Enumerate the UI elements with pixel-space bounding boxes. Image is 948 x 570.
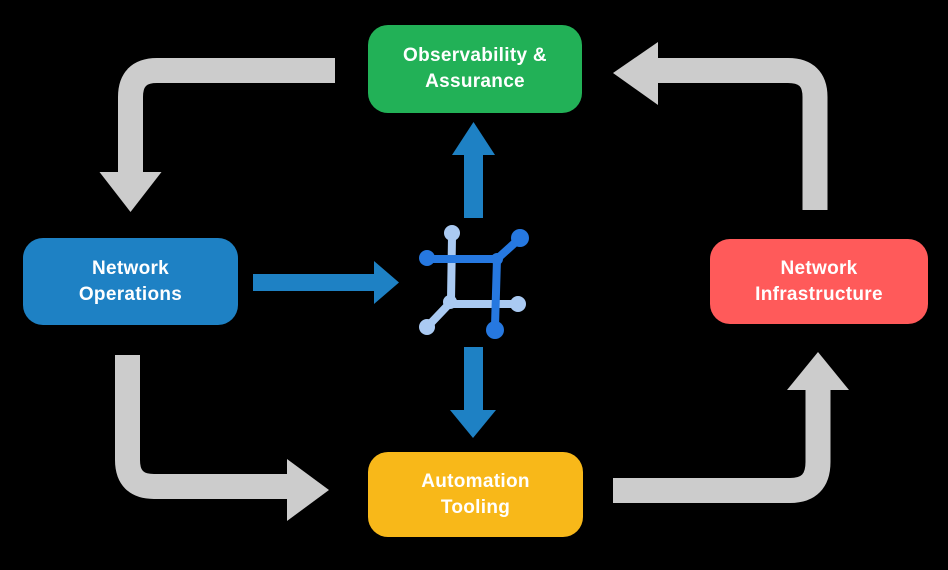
arrow-center-to-observability <box>452 122 495 218</box>
arrow-shaft <box>115 355 288 499</box>
box-automation-label-line2: Tooling <box>440 496 511 518</box>
arrow-shaft <box>613 389 831 503</box>
box-infrastructure-label-line1: Network <box>780 257 858 279</box>
arrow-automation-to-infrastructure <box>613 352 849 503</box>
arrow-head <box>99 172 162 212</box>
arrow-shaft <box>464 347 483 410</box>
arrow-shaft <box>253 274 375 291</box>
arrow-shaft <box>657 58 828 210</box>
arrow-shaft <box>464 154 483 218</box>
arrow-infrastructure-to-observability <box>613 42 828 210</box>
arrow-operations-to-automation <box>115 355 329 521</box>
arrow-head <box>374 261 399 304</box>
arrow-head <box>613 42 658 105</box>
arrow-head <box>452 122 495 155</box>
network-automation-icon <box>419 225 529 339</box>
arrow-head <box>787 352 849 390</box>
arrow-observability-to-operations <box>99 58 335 212</box>
box-observability-label-line1: Observability & <box>403 45 547 66</box>
icon-dark-nodes <box>419 229 529 339</box>
arrow-head <box>450 410 496 438</box>
box-operations-label-line2: Operations <box>78 283 183 305</box>
box-network-operations: Network Operations <box>23 238 238 325</box>
box-network-infrastructure: Network Infrastructure <box>710 239 928 324</box>
box-operations-label-line1: Network <box>91 257 170 279</box>
box-automation-tooling: Automation Tooling <box>368 452 583 537</box>
arrow-shaft <box>118 58 335 173</box>
box-observability-label-line2: Assurance <box>425 71 525 92</box>
box-automation-label-line1: Automation <box>421 470 530 492</box>
icon-light-nodes <box>419 225 526 335</box>
box-observability: Observability & Assurance <box>368 25 582 113</box>
arrow-center-to-automation <box>450 347 496 438</box>
box-infrastructure-label-line2: Infrastructure <box>755 283 883 305</box>
arrow-operations-to-center <box>253 261 399 304</box>
arrow-head <box>287 459 329 521</box>
